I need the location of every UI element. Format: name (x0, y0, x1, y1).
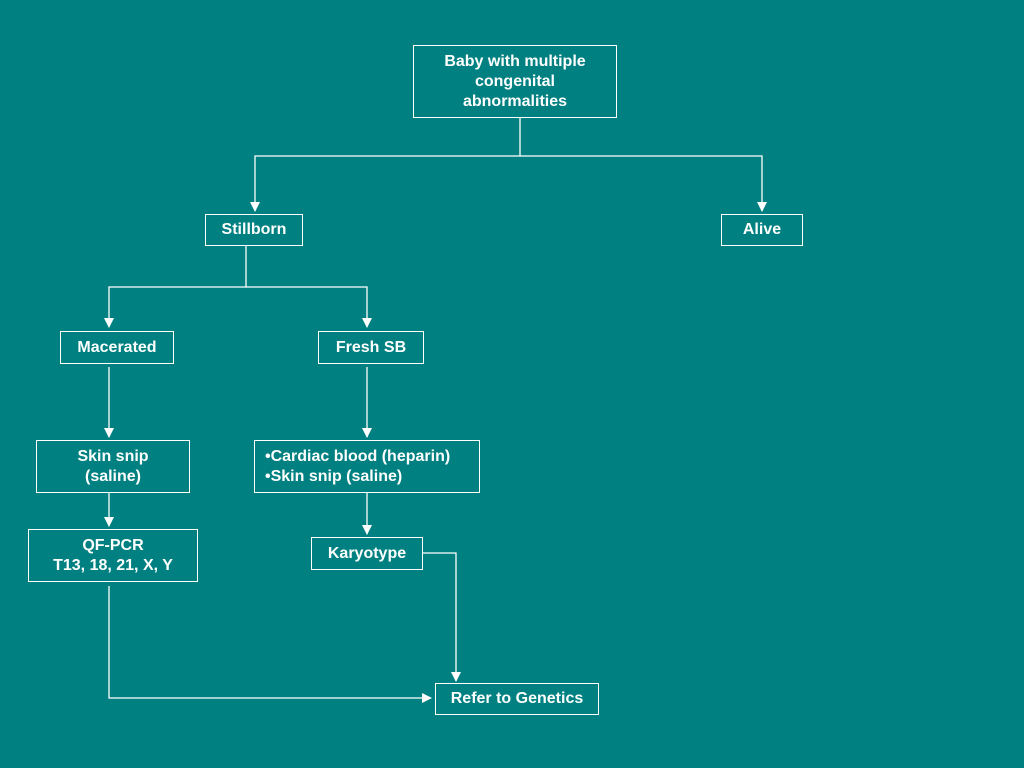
node-qf-pcr: QF-PCR T13, 18, 21, X, Y (28, 529, 198, 582)
node-refer-to-genetics: Refer to Genetics (435, 683, 599, 715)
node-skin-snip: Skin snip (saline) (36, 440, 190, 493)
node-text-line: Macerated (77, 338, 157, 356)
node-cardiac-blood-skin-snip: •Cardiac blood (heparin) •Skin snip (sal… (254, 440, 480, 493)
node-stillborn: Stillborn (205, 214, 303, 246)
edge-qfpcr-to-refer (108, 586, 432, 703)
node-text-line: Refer to Genetics (450, 690, 584, 707)
node-text-line: Baby with multiple (444, 52, 586, 70)
node-text-line: (saline) (84, 467, 141, 485)
node-text-line: Alive (742, 221, 782, 238)
node-baby-with-multiple-congenital-abnormalities: Baby with multiple congenital abnormalit… (413, 45, 617, 118)
node-text-line: •Cardiac blood (heparin) (265, 447, 451, 465)
node-text-line: congenital (474, 72, 555, 90)
node-text-line: Karyotype (327, 544, 407, 562)
node-text-line: Fresh SB (335, 338, 407, 356)
node-text-line: •Skin snip (saline) (265, 467, 403, 485)
node-karyotype: Karyotype (311, 537, 423, 570)
edge-root-to-alive (520, 155, 767, 212)
node-text-line: Skin snip (77, 447, 149, 465)
edge-stillborn-to-macerated (104, 246, 247, 328)
node-macerated: Macerated (60, 331, 174, 364)
edge-karyotype-to-refer (423, 552, 461, 682)
node-text-line: T13, 18, 21, X, Y (53, 556, 173, 574)
node-alive: Alive (721, 214, 803, 246)
edge-root-to-stillborn (250, 118, 521, 212)
node-text-line: Stillborn (221, 221, 287, 238)
edge-stillborn-to-fresh-sb (246, 286, 372, 328)
node-text-line: abnormalities (462, 92, 568, 110)
node-text-line: QF-PCR (82, 536, 144, 554)
node-fresh-sb: Fresh SB (318, 331, 424, 364)
